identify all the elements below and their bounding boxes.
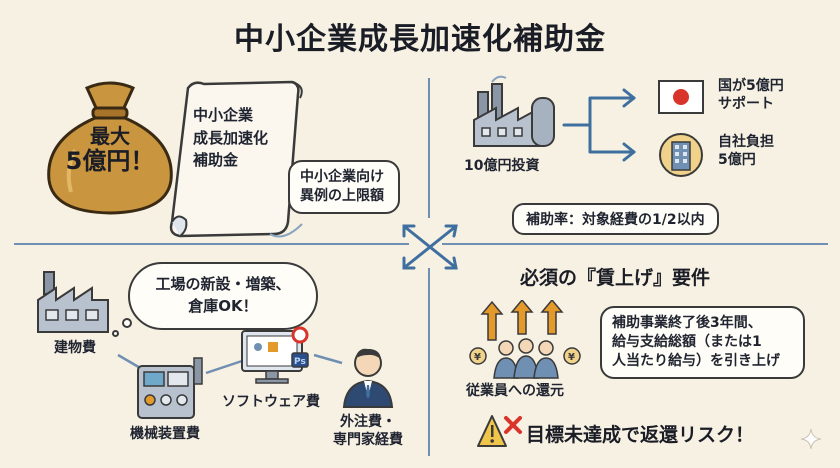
japan-flag-icon [658,80,704,114]
software-label: ソフトウェア費 [222,394,320,410]
machinery-label: 機械装置費 [130,426,200,442]
divider-horizontal-right [442,243,828,245]
computer-icon: Ps [241,326,309,384]
cloud-tail-2 [112,330,119,337]
cloud-line-2: 倉庫OK！ [188,296,258,315]
office-building-icon [659,133,703,177]
outsourcing-line-1: 外注費・ [340,414,396,430]
subsidy-rate-pill: 補助率：対象経費の1/2以内 [512,203,719,235]
national-support-label: 国が5億円 サポート [718,78,784,113]
national-line-2: サポート [718,95,774,112]
scroll-line-2: 成長加速化 [193,128,269,147]
national-line-1: 国が5億円 [718,78,784,94]
businessman-icon [342,348,394,408]
divider-vertical-top [428,78,430,218]
scroll-line-3: 補助金 [193,151,239,169]
wage-heading: 必須の『賃上げ』要件 [520,267,711,289]
branch-arrows-icon [562,88,636,162]
svg-text:Ps: Ps [294,357,306,367]
employees-icon: ¥ ¥ [469,300,581,379]
self-line-1: 自社負担 [718,134,774,150]
divider-vertical-bottom [428,268,430,456]
outsourcing-line-2: 専門家経費 [333,431,403,448]
requirement-line-2: 給与支給総額（または1 [612,333,762,350]
requirement-bubble: 補助事業終了後3年間、 給与支給総額（または1 人当たり給与）を引き上げ [600,306,805,379]
employee-return-label: 従業員への還元 [466,383,564,399]
bag-line-1: 最大 [90,124,130,148]
machine-icon [137,357,203,419]
warning-text: 目標未達成で返還リスク！ [526,424,755,446]
requirement-line-1: 補助事業終了後3年間、 [612,315,762,331]
requirement-line-3: 人当たり給与）を引き上げ [612,352,780,369]
building-cost-label: 建物費 [54,340,96,356]
svg-text:¥: ¥ [568,352,575,363]
svg-text:¥: ¥ [474,352,481,363]
money-bag-icon [47,81,173,215]
money-bag-label: 最大 5億円！ [55,125,165,176]
expense-cloud: 工場の新設・増築、 倉庫OK！ [128,262,318,330]
cloud-tail-1 [122,318,132,328]
scroll-icon [169,80,303,238]
outsourcing-label: 外注費・ 専門家経費 [318,414,418,449]
bag-line-2: 5億円！ [65,147,155,175]
sparkle-icon [800,428,822,450]
divider-horizontal-left [14,243,409,245]
note-line-2: 異例の上限額 [300,187,384,204]
self-burden-label: 自社負担 5億円 [718,134,774,169]
scroll-text: 中小企業 成長加速化 補助金 [193,104,293,172]
scroll-line-1: 中小企業 [193,106,254,124]
center-arrows-icon [402,224,458,270]
warehouse-icon [37,271,109,333]
investment-label: 10億円投資 [464,158,540,174]
page-title: 中小企業成長加速化補助金 [234,22,606,57]
note-line-1: 中小企業向け [300,169,384,185]
factory-icon [473,75,555,147]
cloud-line-1: 工場の新設・増築、 [155,275,291,293]
self-line-2: 5億円 [718,151,756,168]
note-bubble: 中小企業向け 異例の上限額 [288,160,400,214]
warning-icon [477,415,522,447]
expense-connectors [117,353,343,375]
